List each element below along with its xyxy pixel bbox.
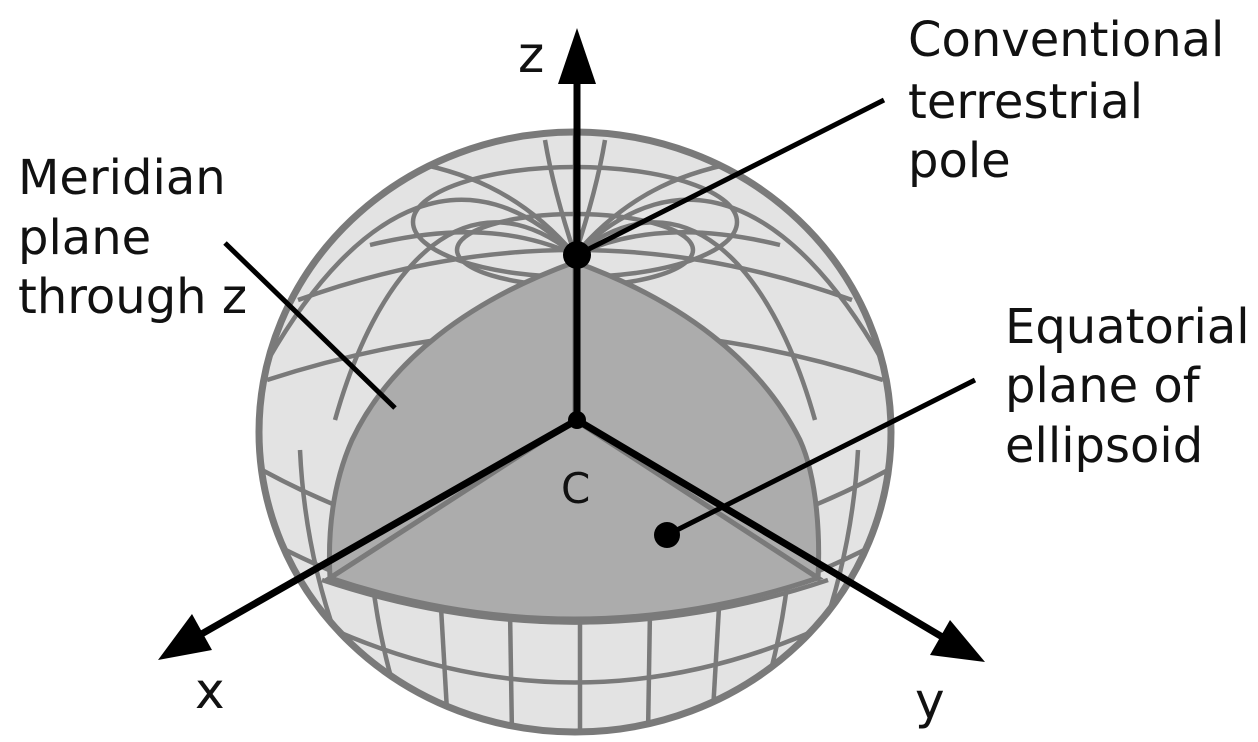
callout-pole: Conventional terrestrial pole [908,12,1224,189]
pole-label-line-3: pole [908,133,1011,189]
equator-rim [321,577,829,625]
meridian-cut-face-right [572,258,822,583]
z-axis-label: z [518,26,544,84]
meridian-line [542,139,578,256]
meridian-line [437,589,451,729]
callout-equatorial: Equatorial plane of ellipsoid [1005,299,1250,474]
meridian-line [266,197,577,362]
axis-labels: z x y C [195,26,945,730]
cutaway-planes [321,258,829,625]
z-axis-arrowhead [558,28,596,84]
callout-meridian: Meridian plane through z [18,150,247,325]
x-axis-line [196,416,579,640]
annotations [223,97,977,548]
equatorial-label-line-1: Equatorial [1005,299,1250,355]
meridian-line [573,197,884,362]
equatorial-leader-line [665,377,977,538]
meridian-line [332,220,577,421]
equatorial-cut-face [324,417,824,622]
y-axis-label: y [915,672,945,730]
meridian-line [369,230,576,258]
x-axis-label: x [195,662,225,720]
x-axis-arrowhead [158,614,212,660]
y-axis-arrowhead [930,620,985,662]
pole-label-line-1: Conventional [908,12,1224,68]
meridian-leader-line [223,241,397,410]
meridian-label-line-3: through z [18,269,247,325]
y-axis-line [575,416,946,642]
axes [158,28,985,662]
meridian-line [507,609,515,732]
meridian-cut-face [326,258,578,583]
center-label: C [561,464,590,513]
pole-leader-line [575,97,886,258]
meridian-line [645,609,653,732]
meridian-label-line-2: plane [18,210,151,266]
center-point [568,411,586,429]
equatorial-label-line-3: ellipsoid [1005,418,1203,474]
meridian-line [573,220,818,421]
meridian-label-line-1: Meridian [18,150,226,206]
pole-label-line-2: terrestrial [908,74,1143,130]
equatorial-label-line-2: plane of [1005,358,1201,414]
